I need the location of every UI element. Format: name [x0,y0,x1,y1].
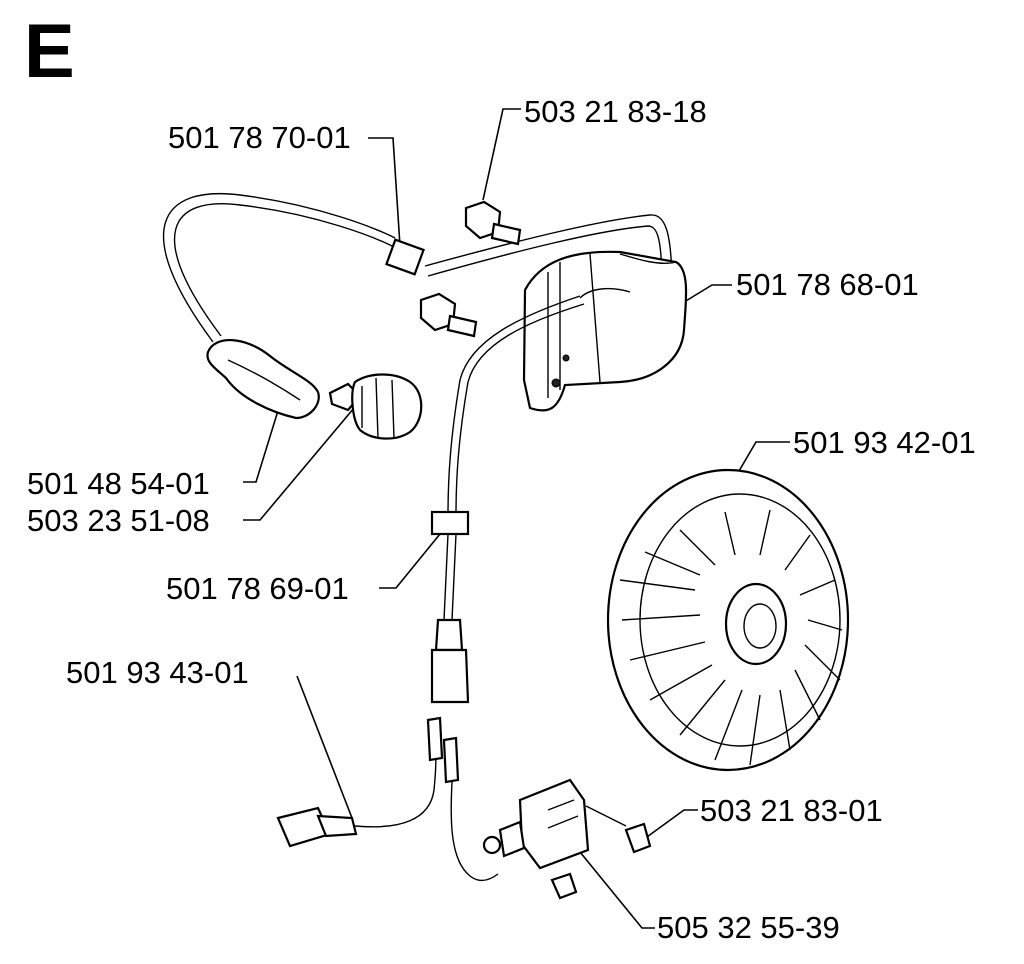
ht-lead-drawing [430,295,585,704]
leader-spark-plug [243,407,355,521]
spark-plug-drawing [206,338,423,440]
part-label-switch-module: 505 32 55-39 [657,910,840,945]
leader-switch-module [579,851,655,929]
leader-cable-clamp [379,533,441,589]
part-label-bolt-top: 503 21 83-18 [524,94,707,129]
leader-ignition-module [675,284,732,308]
leader-short-circuit-cable [296,675,353,819]
part-label-spark-plug: 503 23 51-08 [27,503,210,538]
short-circuit-cable-drawing [276,716,499,882]
flywheel-drawing [606,468,850,772]
part-label-hose-clip: 501 78 70-01 [168,120,351,155]
section-letter: E [24,9,75,94]
bolts-drawing [419,200,522,338]
switch-module-drawing [482,778,652,900]
hose-clip-shape [385,238,425,276]
part-label-spark-plug-cap: 501 48 54-01 [27,466,210,501]
leader-lines [243,108,790,929]
part-label-flywheel: 501 93 42-01 [793,425,976,460]
part-label-ignition-module: 501 78 68-01 [736,267,919,302]
leader-bolt-top [482,108,521,201]
part-label-short-circuit-cable: 501 93 43-01 [66,655,249,690]
ignition-module-drawing [522,250,688,412]
part-label-cable-clamp: 501 78 69-01 [166,571,349,606]
hose-drawing [162,193,673,343]
leader-hose-clip [368,137,401,247]
leader-screw-bottom [639,809,698,843]
leader-plug-cap [243,387,286,483]
part-label-screw-bottom: 503 21 83-01 [700,793,883,828]
cable-clamp-shape [430,510,470,536]
